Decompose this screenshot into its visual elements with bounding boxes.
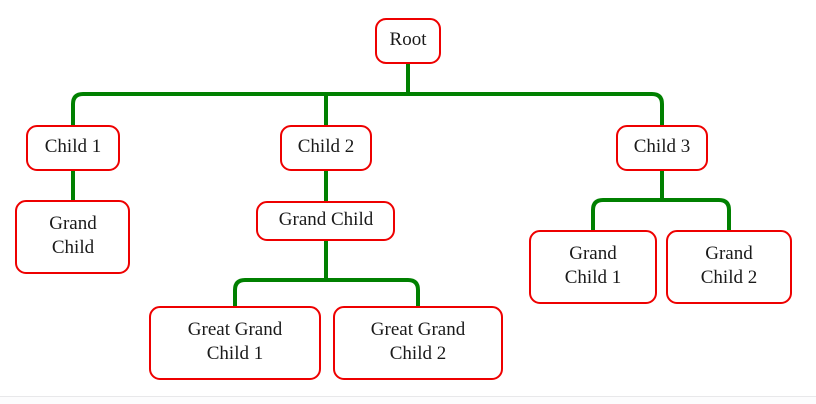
node-box-child-3[interactable]	[616, 125, 708, 171]
tree-node-grand-child-b[interactable]: Grand Child	[256, 201, 395, 241]
node-box-great-grand-child-2[interactable]	[333, 306, 503, 380]
edge-root-child-2	[324, 92, 408, 126]
edges-layer	[71, 63, 731, 307]
node-label-line: Child 2	[390, 343, 446, 364]
node-label-line: Root	[390, 29, 428, 50]
node-label-line: Child	[52, 237, 95, 258]
node-label-line: Child 1	[207, 343, 263, 364]
node-label-child-2: Child 2	[298, 136, 354, 157]
node-label-line: Child 1	[45, 136, 101, 157]
node-box-child-2[interactable]	[280, 125, 372, 171]
node-label-line: Great Grand	[371, 319, 466, 340]
tree-node-child-3[interactable]: Child 3	[616, 125, 708, 171]
node-label-line: Child 1	[565, 267, 621, 288]
edge-root-child-3	[408, 92, 664, 126]
node-box-great-grand-child-1[interactable]	[149, 306, 321, 380]
node-label-line: Grand Child	[279, 209, 374, 230]
node-label-grand-child-b: Grand Child	[279, 209, 374, 230]
tree-node-child-2[interactable]: Child 2	[280, 125, 372, 171]
footer-divider	[0, 396, 816, 397]
node-box-grand-child-a[interactable]	[15, 200, 130, 274]
node-label-line: Child 2	[701, 267, 757, 288]
edge-child-3-grand-child-2	[662, 198, 731, 231]
edge-child-3-grand-child-1	[591, 170, 664, 231]
node-box-root[interactable]	[375, 18, 441, 64]
tree-node-child-1[interactable]: Child 1	[26, 125, 120, 171]
node-label-child-3: Child 3	[634, 136, 690, 157]
edge-grand-child-b-ggc-1	[233, 240, 328, 307]
footer-strip	[0, 397, 816, 404]
node-label-line: Grand	[49, 213, 97, 234]
node-box-grand-child-2[interactable]	[666, 230, 792, 304]
tree-node-root[interactable]: Root	[375, 18, 441, 64]
edge-root-child-1	[71, 63, 410, 126]
node-label-line: Child 3	[634, 136, 690, 157]
node-label-root: Root	[390, 29, 428, 50]
node-box-grand-child-b[interactable]	[256, 201, 395, 241]
node-label-child-1: Child 1	[45, 136, 101, 157]
edge-grand-child-b-ggc-2	[326, 278, 420, 307]
node-label-line: Great Grand	[188, 319, 283, 340]
node-label-line: Grand	[569, 243, 617, 264]
node-box-child-1[interactable]	[26, 125, 120, 171]
node-box-grand-child-1[interactable]	[529, 230, 657, 304]
node-label-line: Child 2	[298, 136, 354, 157]
node-label-line: Grand	[705, 243, 753, 264]
